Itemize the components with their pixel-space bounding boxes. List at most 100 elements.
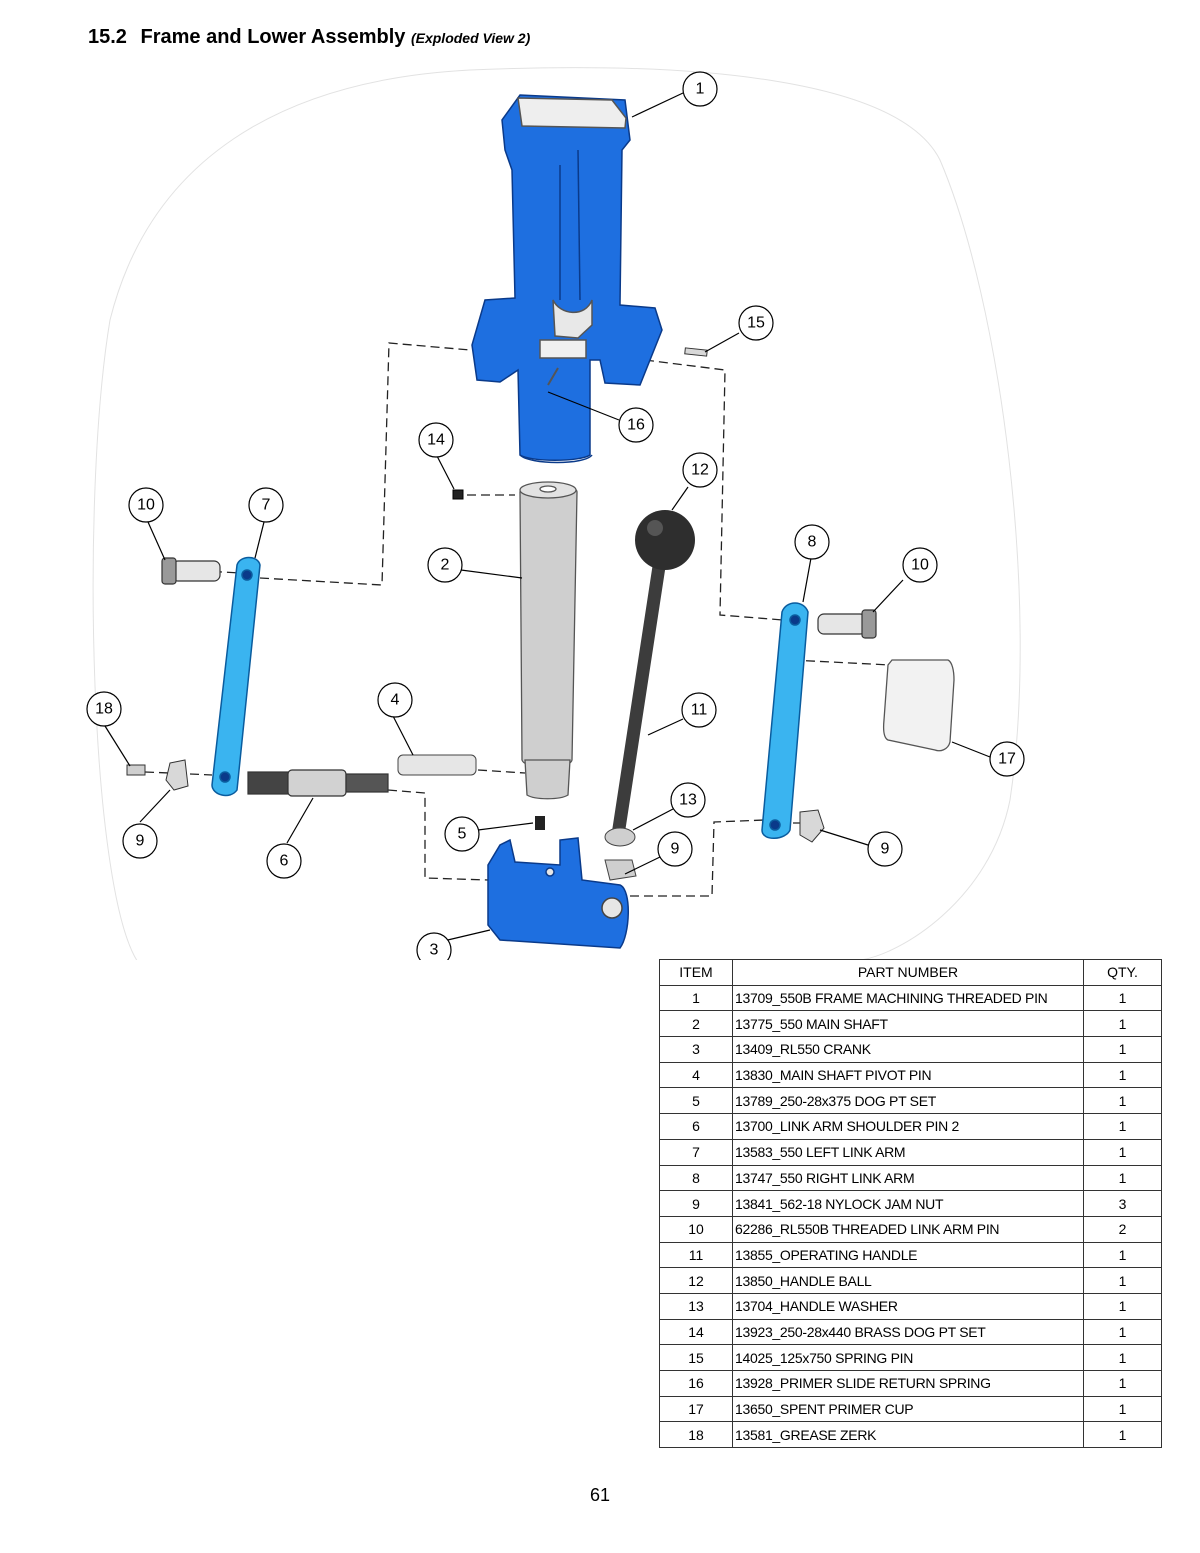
- cell-item: 7: [659, 1138, 733, 1166]
- callout-label: 9: [881, 841, 890, 858]
- shoulder-pin-part: [247, 769, 389, 797]
- cell-item: 4: [659, 1061, 733, 1089]
- callout-12: [682, 452, 718, 488]
- assembly-lines: [144, 342, 891, 897]
- cell-qty: 1: [1083, 1164, 1162, 1192]
- cell-item: 10: [659, 1215, 733, 1243]
- exploded-view-diagram: 1 15 16 14 12 10 7 8 2 10 4 11 18 17 13 …: [86, 67, 1025, 960]
- section-heading: 15.2 Frame and Lower Assembly (Exploded …: [88, 26, 530, 49]
- cell-item: 5: [659, 1087, 733, 1115]
- assembly-line-right: [644, 359, 784, 621]
- callout-15: [738, 305, 774, 341]
- cell-item: 18: [659, 1421, 733, 1449]
- frame-part: [471, 94, 663, 464]
- callout-9b: [657, 831, 693, 867]
- callout-13: [670, 782, 706, 818]
- callout-1: [682, 71, 718, 107]
- callout-6: [266, 843, 302, 879]
- header-item: ITEM: [659, 959, 733, 986]
- callout-label: 2: [441, 557, 450, 574]
- link-arm-pin-left-part: [161, 557, 221, 585]
- cell-part-number: 13855_OPERATING HANDLE: [732, 1241, 1084, 1269]
- cell-part-number: 13700_LINK ARM SHOULDER PIN 2: [732, 1113, 1084, 1140]
- callout-label: 12: [691, 462, 709, 479]
- cell-qty: 1: [1083, 1061, 1162, 1089]
- spring-pin-part: [684, 347, 708, 357]
- callout-bubbles: [86, 71, 1025, 960]
- section-title: Frame and Lower Assembly: [140, 26, 406, 48]
- link-arm-pin-right-part: [817, 609, 877, 639]
- callout-labels: 1 15 16 14 12 10 7 8 2 10 4 11 18 17 13 …: [95, 81, 1016, 959]
- cell-item: 13: [659, 1292, 733, 1320]
- cell-qty: 1: [1083, 1292, 1162, 1320]
- callout-7: [248, 487, 284, 523]
- callout-label: 9: [671, 841, 680, 858]
- cell-item: 8: [659, 1164, 733, 1192]
- leader-lines: [104, 92, 991, 944]
- cell-qty: 1: [1083, 1087, 1162, 1115]
- callout-label: 14: [427, 432, 445, 449]
- cell-qty: 1: [1083, 1370, 1162, 1397]
- cell-qty: 1: [1083, 1421, 1162, 1449]
- cell-qty: 1: [1083, 1318, 1162, 1346]
- callout-2: [427, 547, 463, 583]
- cell-part-number: 13650_SPENT PRIMER CUP: [732, 1395, 1084, 1423]
- callout-18: [86, 691, 122, 727]
- cell-part-number: 13583_550 LEFT LINK ARM: [732, 1138, 1084, 1166]
- callout-5: [444, 816, 480, 852]
- table-header-row: ITEM PART NUMBER QTY.: [659, 959, 1162, 986]
- return-spring-part: [547, 367, 559, 386]
- cell-item: 9: [659, 1190, 733, 1217]
- callout-label: 17: [998, 751, 1016, 768]
- callout-label: 6: [280, 853, 289, 870]
- cell-part-number: 13928_PRIMER SLIDE RETURN SPRING: [732, 1370, 1084, 1397]
- main-shaft-part: [519, 481, 578, 800]
- assembly-line-pin: [184, 569, 241, 574]
- cell-part-number: 13830_MAIN SHAFT PIVOT PIN: [732, 1061, 1084, 1089]
- callout-9a: [122, 823, 158, 859]
- cell-part-number: 13581_GREASE ZERK: [732, 1421, 1084, 1449]
- jam-nut-left-part: [165, 759, 189, 791]
- cell-item: 16: [659, 1370, 733, 1397]
- cell-qty: 1: [1083, 1395, 1162, 1423]
- handle-ball-part: [635, 510, 695, 570]
- dog-set-screw-part: [535, 816, 545, 830]
- callout-label: 4: [391, 692, 400, 709]
- callout-10b: [902, 547, 938, 583]
- cell-qty: 3: [1083, 1190, 1162, 1217]
- cell-qty: 1: [1083, 1138, 1162, 1166]
- cell-part-number: 13409_RL550 CRANK: [732, 1036, 1084, 1063]
- handle-washer-part: [604, 827, 636, 847]
- callout-label: 18: [95, 701, 113, 718]
- cell-item: 2: [659, 1010, 733, 1038]
- callout-label: 10: [911, 557, 929, 574]
- cell-qty: 1: [1083, 1344, 1162, 1371]
- callout-label: 1: [696, 81, 705, 98]
- cell-qty: 1: [1083, 1113, 1162, 1140]
- callout-label: 9: [136, 833, 145, 850]
- callout-label: 16: [627, 417, 645, 434]
- cell-item: 6: [659, 1113, 733, 1140]
- assembly-line-pivot: [477, 769, 526, 774]
- cell-qty: 1: [1083, 1267, 1162, 1294]
- cell-part-number: 13850_HANDLE BALL: [732, 1267, 1084, 1294]
- callout-16: [618, 407, 654, 443]
- callout-10a: [128, 487, 164, 523]
- operating-handle-part: [604, 510, 695, 881]
- callout-14: [418, 422, 454, 458]
- callout-4: [377, 682, 413, 718]
- callout-9c: [867, 831, 903, 867]
